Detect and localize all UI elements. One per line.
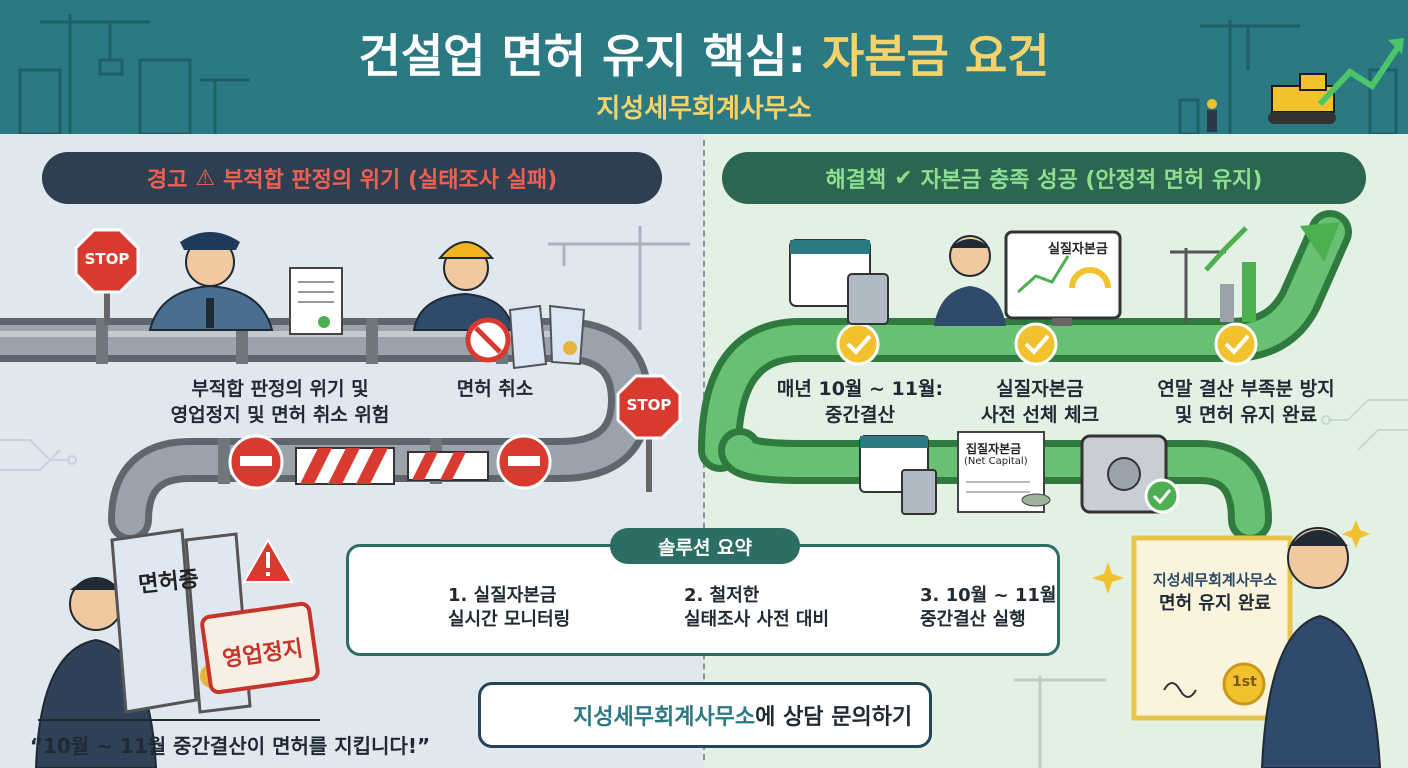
worried-worker-figure	[412, 241, 514, 331]
safe-icon	[1080, 434, 1180, 514]
warning-banner-prefix: 경고	[146, 168, 188, 193]
header-decoration	[18, 14, 1404, 134]
summary-item-2: 2. 철저한 실태조사 사전 대비	[684, 585, 830, 630]
solution-banner-prefix: 해결책	[825, 168, 887, 193]
left-step1-label: 부적합 판정의 위기 및 영업정지 및 면허 취소 위험	[170, 378, 390, 426]
page-title: 건설업 면허 유지 핵심: 자본금 요건	[358, 29, 1050, 83]
solution-banner: 해결책 ✔ 자본금 충족 성공 (안정적 면허 유지)	[722, 152, 1366, 204]
consultant-figure	[934, 235, 1006, 326]
net-capital-doc-subtitle: (Net Capital)	[964, 456, 1028, 467]
right-step1-label: 매년 10월 ~ 11월: 중간결산	[776, 378, 944, 426]
stop-sign-top	[74, 228, 140, 325]
right-step2-label: 실질자본금 사전 선체 체크	[980, 378, 1100, 426]
page-subtitle: 지성세무회계사무소	[596, 94, 812, 124]
monitor-chart-icon	[1004, 230, 1122, 326]
happy-businessman-figure	[1260, 527, 1382, 768]
summary-item-3: 3. 10월 ~ 11월 중간결산 실행	[920, 585, 1057, 630]
cta-text: 에 상담 문의하기	[755, 705, 913, 730]
net-capital-doc-title: 집질자본금	[966, 442, 1022, 456]
inspector-figure	[148, 232, 274, 331]
warning-triangle-icon: ⚠	[195, 165, 216, 191]
warning-banner-text: 부적합 판정의 위기 (실태조사 실패)	[223, 168, 558, 193]
warning-triangle-icon	[242, 537, 294, 583]
header-banner: 건설업 면허 유지 핵심: 자본금 요건 지성세무회계사무소	[0, 0, 1408, 134]
check-circle-icon: ✔	[894, 165, 913, 191]
stop-sign-top-label: STOP	[84, 250, 130, 268]
medal-label: 1st	[1232, 674, 1257, 690]
suspension-sign	[200, 601, 320, 695]
right-step3-label: 연말 결산 부족분 방지 및 면허 유지 완료	[1157, 378, 1335, 426]
growth-crane-icon	[1170, 226, 1256, 322]
calendar-icon	[789, 239, 889, 325]
left-step2-label: 면허 취소	[456, 378, 534, 400]
calendar-calculator-lower-icon	[859, 435, 937, 515]
summary-tag: 솔루션 요약	[610, 528, 800, 564]
stop-sign-right	[616, 374, 682, 492]
certificate-document	[1131, 535, 1293, 721]
certificate-text: 지성세무회계사무소 면허 유지 완료	[1152, 571, 1278, 614]
cta-firm-name: 지성세무회계사무소	[573, 705, 756, 730]
consultation-cta-button[interactable]: 지성세무회계사무소 에 상담 문의하기	[478, 682, 932, 748]
closing-quote: “10월 ~ 11월 중간결산이 면허를 지킵니다!”	[29, 734, 431, 758]
sparkle-icons	[1092, 520, 1370, 594]
barrier-signs	[228, 434, 552, 490]
monitor-label: 실질자본금	[1048, 242, 1108, 257]
report-document-icon	[289, 267, 343, 335]
warning-banner: 경고 ⚠ 부적합 판정의 위기 (실태조사 실패)	[42, 152, 662, 204]
torn-license-icon	[465, 304, 586, 370]
solution-banner-text: 자본금 충족 성공 (안정적 면허 유지)	[920, 168, 1263, 193]
checkpoint-icons	[836, 322, 1258, 366]
net-capital-document	[957, 431, 1051, 513]
license-doc-label: 면허증	[137, 566, 201, 599]
summary-item-1: 1. 실질자본금 실시간 모니터링	[448, 585, 571, 630]
stop-sign-right-label: STOP	[626, 396, 672, 414]
green-pipeline	[698, 210, 1352, 542]
